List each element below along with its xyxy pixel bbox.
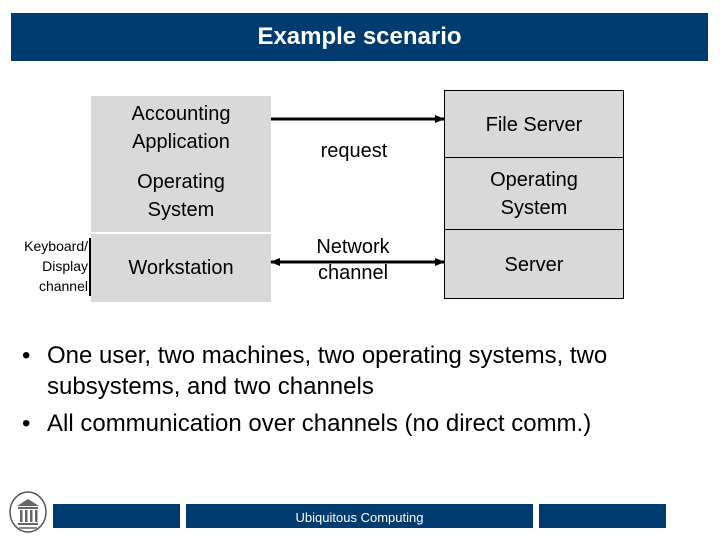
server-divider-bottom [444, 229, 624, 230]
bullet-marker: • [22, 410, 31, 437]
workstation-app-label: Accounting Application [131, 103, 231, 153]
keyboard-display-channel-label: Keyboard/ Display channel [24, 238, 88, 294]
footer-bar-left [53, 504, 180, 528]
footer-text: Ubiquitous Computing [295, 510, 424, 525]
footer-bar-center: Ubiquitous Computing [186, 504, 533, 528]
bullet-marker: • [22, 342, 31, 369]
bullet-list: • One user, two machines, two operating … [22, 340, 712, 445]
workstation-os-label: Operating System [137, 171, 225, 221]
slide-title-text: Example scenario [257, 23, 462, 50]
workstation-box: Workstation [91, 234, 271, 302]
workstation-os-box: Operating System [91, 160, 271, 232]
request-label: request [320, 140, 388, 162]
bullet-text: One user, two machines, two operating sy… [47, 342, 608, 400]
network-channel-label: Network channel [316, 236, 390, 284]
footer-bar-right [539, 504, 666, 528]
workstation-label: Workstation [128, 257, 234, 279]
server-divider-top [444, 157, 624, 158]
slide-title: Example scenario [11, 13, 708, 61]
bullet-text: All communication over channels (no dire… [47, 410, 592, 437]
bullet-item: • One user, two machines, two operating … [22, 340, 712, 402]
server-stack-box [444, 90, 624, 299]
server-app-label: File Server [485, 114, 583, 136]
bullet-item: • All communication over channels (no di… [22, 408, 712, 439]
keyboard-channel-line [89, 238, 91, 296]
workstation-app-box: Accounting Application [91, 96, 271, 160]
server-machine-label: Server [504, 254, 564, 276]
university-seal-icon [9, 491, 47, 533]
server-os-label: Operating System [490, 169, 578, 219]
